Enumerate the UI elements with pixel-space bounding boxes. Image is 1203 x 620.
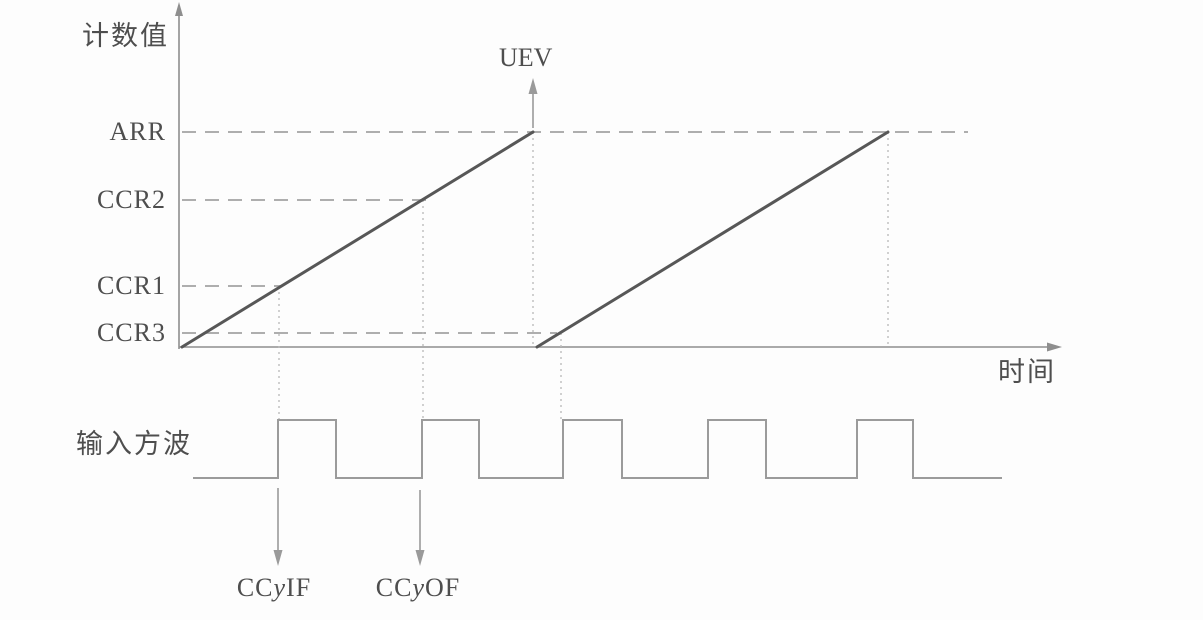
time-axis-label: 时间 (998, 357, 1056, 387)
capture-flag-label: CCyIF (237, 574, 311, 602)
uev-label: UEV (499, 43, 553, 72)
overcapture-flag-suffix: OF (424, 573, 461, 602)
x-axis-arrowhead-icon (1047, 342, 1062, 352)
event-arrowhead-icon-2 (415, 550, 425, 566)
level-label-ccr3: CCR3 (96, 318, 166, 347)
counter-axis-label: 计数值 (82, 21, 169, 51)
level-label-ccr1: CCR1 (96, 271, 166, 300)
counter-ramp-1 (180, 130, 535, 349)
level-label-arr: ARR (109, 117, 166, 146)
capture-flag-suffix: IF (286, 573, 312, 602)
event-arrowhead-icon-1 (273, 550, 283, 566)
overcapture-flag-label: CCyOF (376, 574, 460, 602)
level-label-ccr2: CCR2 (96, 185, 166, 214)
y-axis-arrowhead-icon (175, 2, 183, 16)
overcapture-flag-variable: y (412, 573, 425, 602)
capture-flag-prefix: CC (236, 573, 274, 602)
capture-flag-variable: y (273, 573, 287, 602)
counter-ramp-2 (535, 130, 890, 349)
overcapture-flag-prefix: CC (375, 573, 413, 602)
uev-arrowhead-icon (528, 78, 538, 94)
input-square-wave (193, 419, 1002, 479)
input-wave-label: 输入方波 (76, 429, 192, 459)
